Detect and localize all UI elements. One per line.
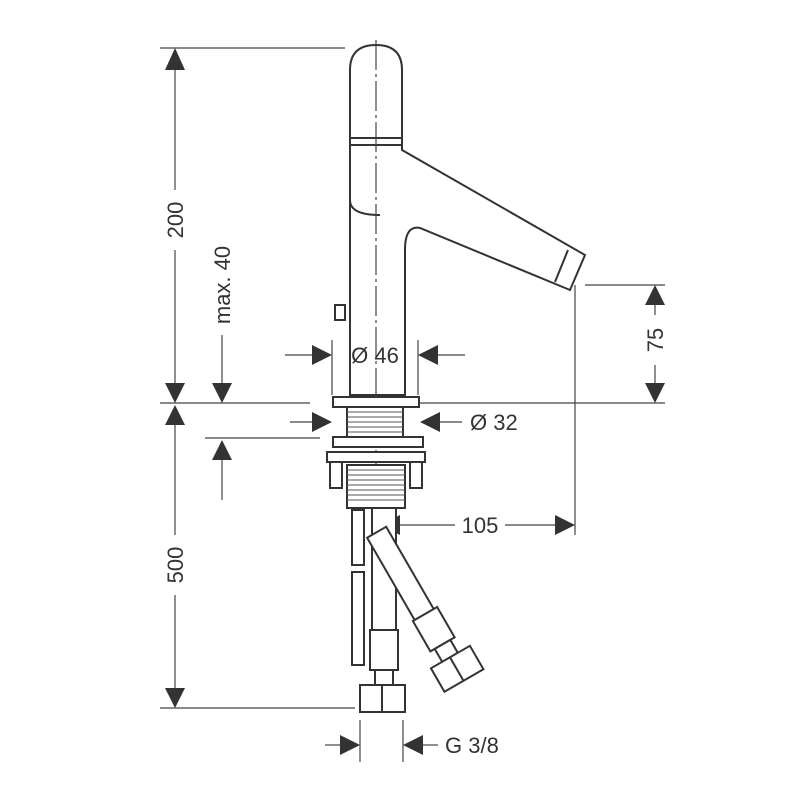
drain-pull-rod	[334, 304, 346, 321]
dimension-label-diameter-32: Ø 32	[470, 410, 518, 435]
dimension-200: 200	[160, 47, 345, 403]
dimension-max-40: max. 40	[205, 246, 320, 500]
dimension-500: 500	[160, 405, 355, 709]
faucet-body	[334, 40, 587, 520]
dimension-label-105: 105	[462, 513, 499, 538]
dimension-diameter-46: Ø 46	[285, 340, 465, 395]
dimension-label-max-40: max. 40	[210, 246, 235, 324]
dimension-75: 75	[585, 284, 668, 403]
dimension-label-g-3-8: G 3/8	[445, 733, 499, 758]
dimension-label-200: 200	[163, 202, 188, 239]
dimension-label-75: 75	[643, 328, 668, 352]
dimension-diameter-32: Ø 32	[290, 410, 518, 435]
threaded-shank	[326, 396, 426, 509]
supply-hoses	[351, 507, 485, 713]
dimension-label-diameter-46: Ø 46	[351, 343, 399, 368]
dimension-label-500: 500	[163, 547, 188, 584]
dimension-g-3-8: G 3/8	[325, 720, 499, 762]
